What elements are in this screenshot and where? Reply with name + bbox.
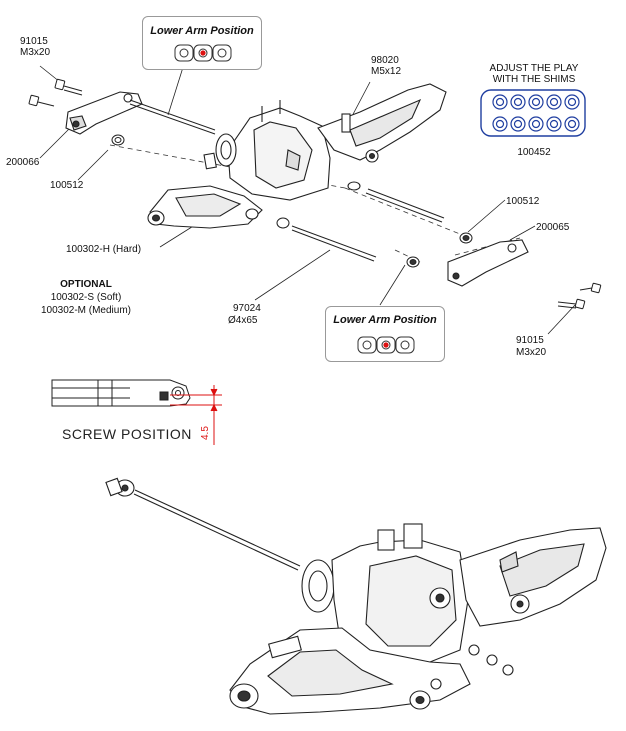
optional-title: OPTIONAL	[60, 279, 112, 290]
mount-200065	[447, 239, 529, 287]
shim-set-100452	[480, 89, 586, 137]
pin-97024	[276, 188, 445, 262]
part-size-screw-bottom: M3x20	[516, 347, 547, 358]
shim-note-line1: ADJUST THE PLAY	[489, 63, 579, 74]
leader-lines	[39, 44, 576, 335]
screw-position-title: SCREW POSITION	[62, 426, 192, 442]
selected-slot-marker	[383, 342, 389, 348]
upper-arm-right	[317, 83, 447, 191]
mount-200066	[65, 91, 143, 135]
part-number-screw-center: 98020	[371, 55, 399, 66]
optional-medium: 100302-M (Medium)	[40, 305, 132, 316]
gearbox-housing	[203, 100, 331, 201]
callout-title: Lower Arm Position	[333, 314, 437, 326]
nut-100512-left	[111, 134, 125, 146]
part-number-nut-left: 100512	[50, 180, 84, 191]
screw-position-detail	[51, 379, 191, 407]
part-size-screw-center: M5x12	[371, 66, 402, 77]
lower-arm-100302	[147, 185, 263, 229]
part-number-mount-left: 200066	[6, 157, 40, 168]
part-number-screw-bottom: 91015	[516, 335, 544, 346]
screw-91015-bottom	[557, 282, 602, 310]
callout-title: Lower Arm Position	[150, 25, 254, 37]
dimension-marker	[170, 385, 222, 445]
screw-91015-top	[28, 78, 83, 107]
part-number-mount-right: 200065	[536, 222, 570, 233]
optional-soft: 100302-S (Soft)	[50, 292, 122, 303]
shim-part-number: 100452	[517, 147, 551, 158]
lower-arm-position-callout-bottom: Lower Arm Position	[325, 306, 445, 362]
part-number-nut-right: 100512	[506, 196, 540, 207]
position-slots	[174, 44, 232, 62]
part-number-arm: 100302-H (Hard)	[66, 244, 142, 255]
part-number-pin: 97024	[233, 303, 261, 314]
selected-slot-marker	[200, 50, 206, 56]
drive-shaft-upper	[129, 99, 216, 135]
assembled-view	[105, 477, 607, 715]
part-size-pin: Ø4x65	[228, 315, 258, 326]
dimension-value: 4.5	[200, 426, 211, 440]
nut-100512-right	[406, 232, 473, 268]
shim-note-line2: WITH THE SHIMS	[492, 74, 576, 85]
part-size-screw-top: M3x20	[20, 47, 51, 58]
lower-arm-position-callout-top: Lower Arm Position	[142, 16, 262, 70]
part-number-screw-top: 91015	[20, 36, 48, 47]
position-slots	[357, 336, 415, 354]
